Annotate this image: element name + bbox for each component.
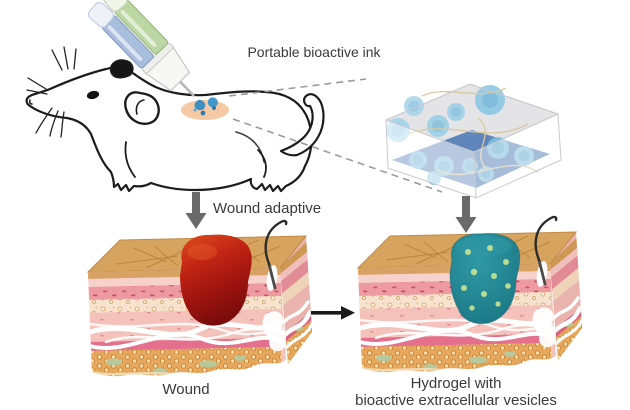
pen-cap-green <box>101 0 128 12</box>
mouse-eye <box>86 90 100 100</box>
mouse-ear-black <box>109 59 134 79</box>
wound-site-ink <box>181 97 229 120</box>
wound-adaptive-arrow <box>185 192 207 229</box>
skin-block-hydrogel <box>357 217 583 376</box>
wound-crater <box>180 234 252 326</box>
vesicle-dots <box>461 245 511 311</box>
mouse-whiskers <box>26 46 77 138</box>
pen-cap-blue <box>87 1 115 28</box>
magnifier-dashed-lines <box>228 78 443 193</box>
caption-hydrogel: Hydrogel with bioactive extracellular ve… <box>330 375 582 409</box>
skin-block-wound <box>87 221 313 380</box>
caption-wound: Wound <box>162 381 210 398</box>
hydrogel-plug <box>449 233 521 324</box>
wound-site-patch <box>181 100 229 120</box>
bioink-pen <box>87 0 195 97</box>
cube-right-face <box>474 114 561 198</box>
caption-hydrogel-line1: Hydrogel with <box>410 375 502 392</box>
caption-portable-bioactive-ink: Portable bioactive ink <box>247 44 381 60</box>
hydrogel-cube <box>384 83 562 199</box>
mouse-ear-outline <box>124 91 160 125</box>
caption-wound-adaptive: Wound adaptive <box>213 200 322 217</box>
lab-mouse <box>25 46 325 193</box>
caption-hydrogel-line2: bioactive extracellular vesicles <box>355 392 557 409</box>
cube-left-face <box>386 120 476 198</box>
transition-arrow <box>296 306 355 320</box>
pen-needle <box>177 79 195 97</box>
cube-apply-arrow <box>455 196 477 233</box>
